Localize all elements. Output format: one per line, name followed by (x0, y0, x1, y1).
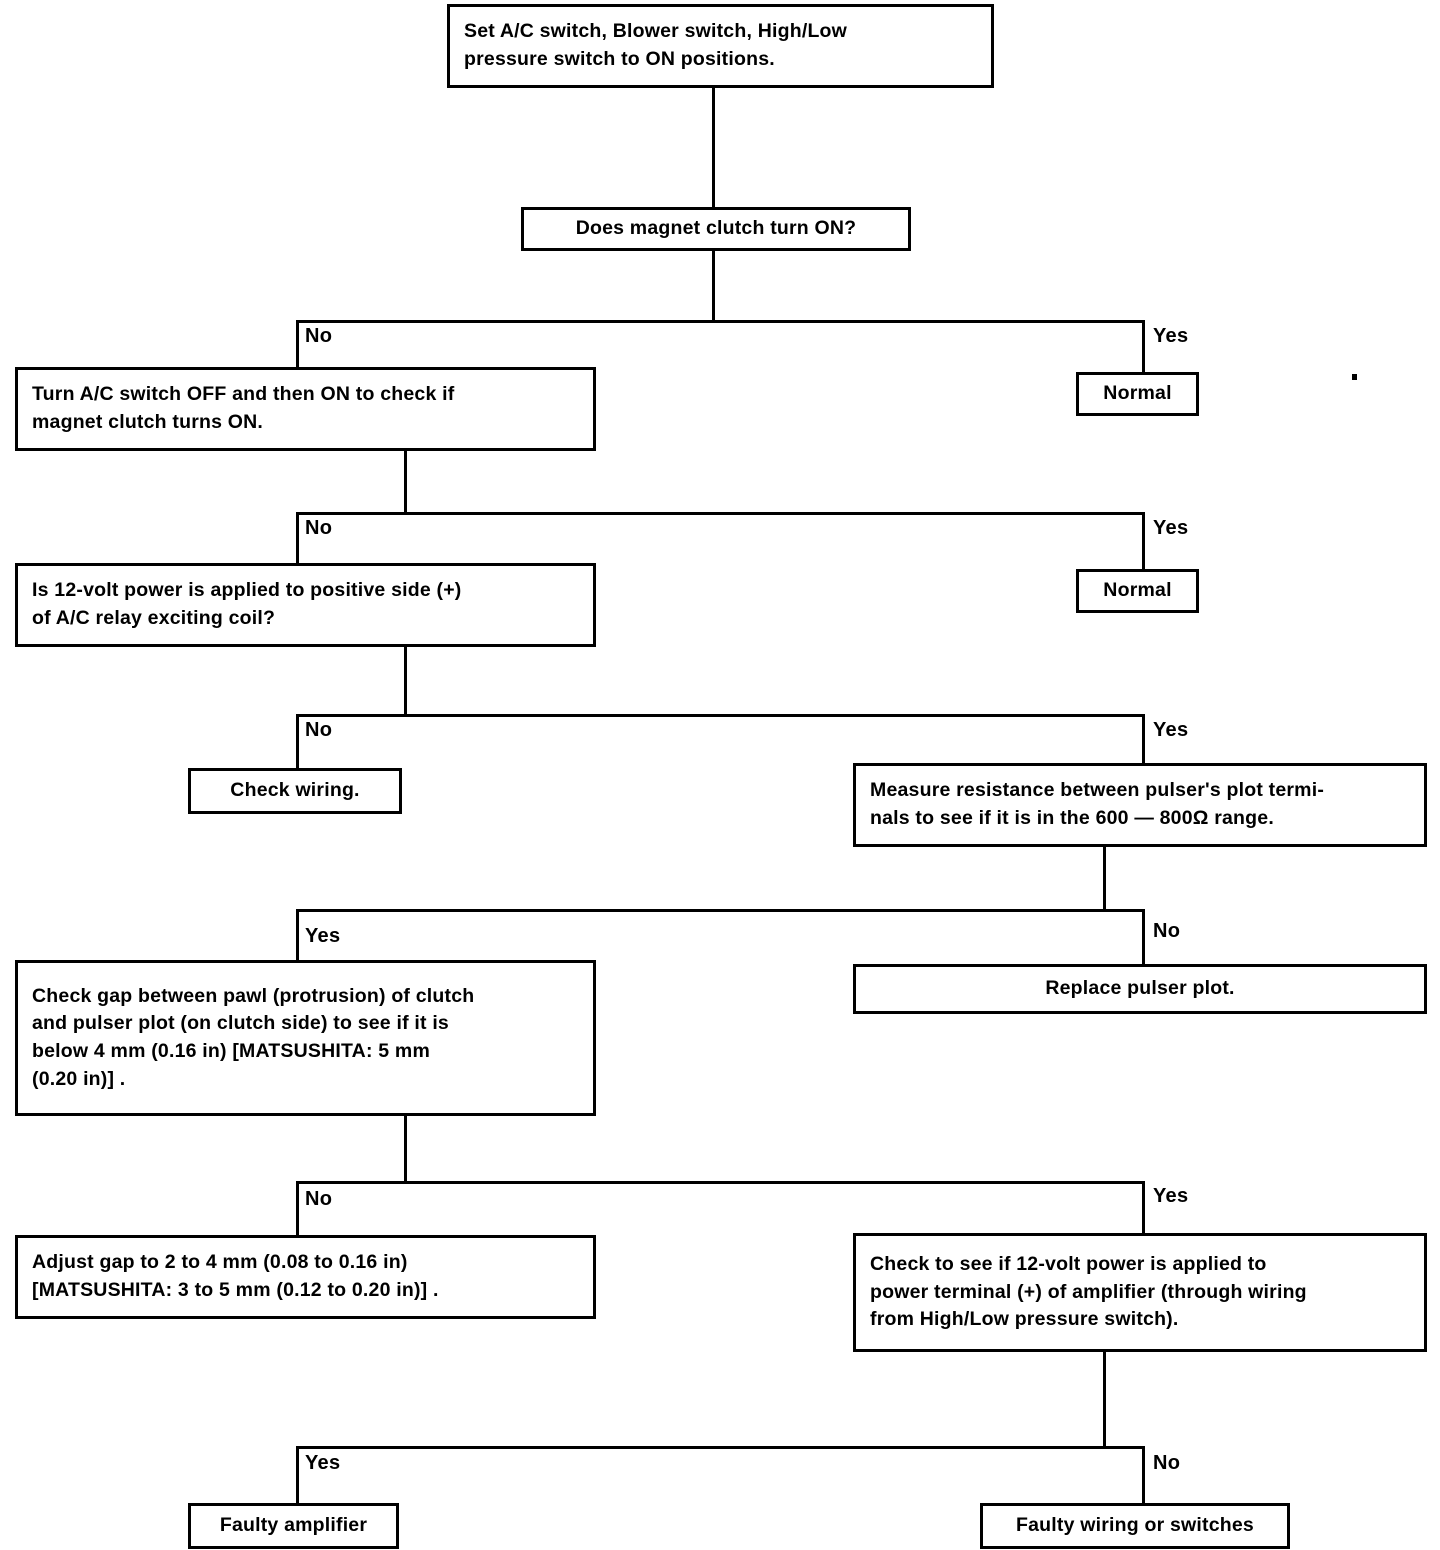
node-start-text: Set A/C switch, Blower switch, High/Low … (464, 20, 848, 70)
node-measure-resistance-text: Measure resistance between pulser's plot… (870, 779, 1325, 829)
node-start: Set A/C switch, Blower switch, High/Low … (447, 4, 994, 88)
node-adjust-gap-text: Adjust gap to 2 to 4 mm (0.08 to 0.16 in… (32, 1251, 439, 1301)
connector-branch1-right-drop (1142, 320, 1145, 372)
node-normal-1: Normal (1076, 372, 1199, 416)
connector-branch2-left-drop (296, 512, 299, 565)
branch-label-4-yes: Yes (305, 925, 341, 947)
connector-measure-down (1103, 845, 1106, 912)
branch-label-1-yes: Yes (1153, 325, 1189, 347)
node-normal-2: Normal (1076, 569, 1199, 613)
connector-branch6-horizontal (296, 1446, 1145, 1449)
node-turn-ac-switch-text: Turn A/C switch OFF and then ON to check… (32, 383, 455, 433)
node-faulty-wiring-or-switches-text: Faulty wiring or switches (1016, 1514, 1254, 1537)
connector-branch1-horizontal (296, 320, 1145, 323)
branch-label-5-no: No (305, 1188, 333, 1210)
connector-branch4-horizontal (296, 909, 1145, 912)
branch-label-2-no: No (305, 517, 333, 539)
connector-start-to-q1 (712, 86, 715, 207)
node-check-gap-text: Check gap between pawl (protrusion) of c… (32, 984, 475, 1090)
node-measure-resistance: Measure resistance between pulser's plot… (853, 763, 1427, 847)
branch-label-2-yes: Yes (1153, 517, 1189, 539)
connector-branch1-left-drop (296, 320, 299, 372)
connector-q1-down (712, 249, 715, 323)
connector-checkamp-down (1103, 1350, 1106, 1449)
node-faulty-amplifier-text: Faulty amplifier (219, 1514, 368, 1537)
connector-a1-down (404, 449, 407, 515)
connector-checkgap-down (404, 1114, 407, 1184)
connector-branch3-right-drop (1142, 714, 1145, 763)
branch-label-6-no: No (1153, 1452, 1181, 1474)
connector-branch6-left-drop (296, 1446, 299, 1503)
branch-label-3-no: No (305, 719, 333, 741)
scan-artifact-dot (1352, 374, 1357, 380)
branch-label-6-yes: Yes (305, 1452, 341, 1474)
connector-branch5-left-drop (296, 1181, 299, 1235)
branch-label-3-yes: Yes (1153, 719, 1189, 741)
connector-branch5-horizontal (296, 1181, 1145, 1184)
node-check-amplifier-power: Check to see if 12-volt power is applied… (853, 1233, 1427, 1352)
node-replace-pulser-plot-text: Replace pulser plot. (1045, 977, 1235, 1000)
node-normal-2-text: Normal (1103, 579, 1172, 602)
connector-branch3-horizontal (296, 714, 1145, 717)
node-question-magnet-clutch-text: Does magnet clutch turn ON? (575, 217, 857, 240)
connector-branch2-horizontal (296, 512, 1145, 515)
branch-label-4-no: No (1153, 920, 1181, 942)
node-turn-ac-switch: Turn A/C switch OFF and then ON to check… (15, 367, 596, 451)
connector-branch3-left-drop (296, 714, 299, 768)
node-adjust-gap: Adjust gap to 2 to 4 mm (0.08 to 0.16 in… (15, 1235, 596, 1319)
node-question-12v-relay: Is 12-volt power is applied to positive … (15, 563, 596, 647)
connector-branch6-right-drop (1142, 1446, 1145, 1503)
branch-label-1-no: No (305, 325, 333, 347)
node-check-amplifier-power-text: Check to see if 12-volt power is applied… (870, 1252, 1307, 1331)
node-question-12v-relay-text: Is 12-volt power is applied to positive … (32, 579, 462, 629)
node-faulty-amplifier: Faulty amplifier (188, 1503, 399, 1549)
connector-q2-down (404, 645, 407, 717)
node-check-wiring: Check wiring. (188, 768, 402, 814)
connector-branch5-right-drop (1142, 1181, 1145, 1233)
node-check-gap: Check gap between pawl (protrusion) of c… (15, 960, 596, 1116)
node-normal-1-text: Normal (1103, 382, 1172, 405)
connector-branch4-left-drop (296, 909, 299, 960)
connector-branch2-right-drop (1142, 512, 1145, 569)
node-replace-pulser-plot: Replace pulser plot. (853, 964, 1427, 1014)
connector-branch4-right-drop (1142, 909, 1145, 964)
node-question-magnet-clutch: Does magnet clutch turn ON? (521, 207, 911, 251)
branch-label-5-yes: Yes (1153, 1185, 1189, 1207)
node-check-wiring-text: Check wiring. (230, 779, 360, 802)
node-faulty-wiring-or-switches: Faulty wiring or switches (980, 1503, 1290, 1549)
